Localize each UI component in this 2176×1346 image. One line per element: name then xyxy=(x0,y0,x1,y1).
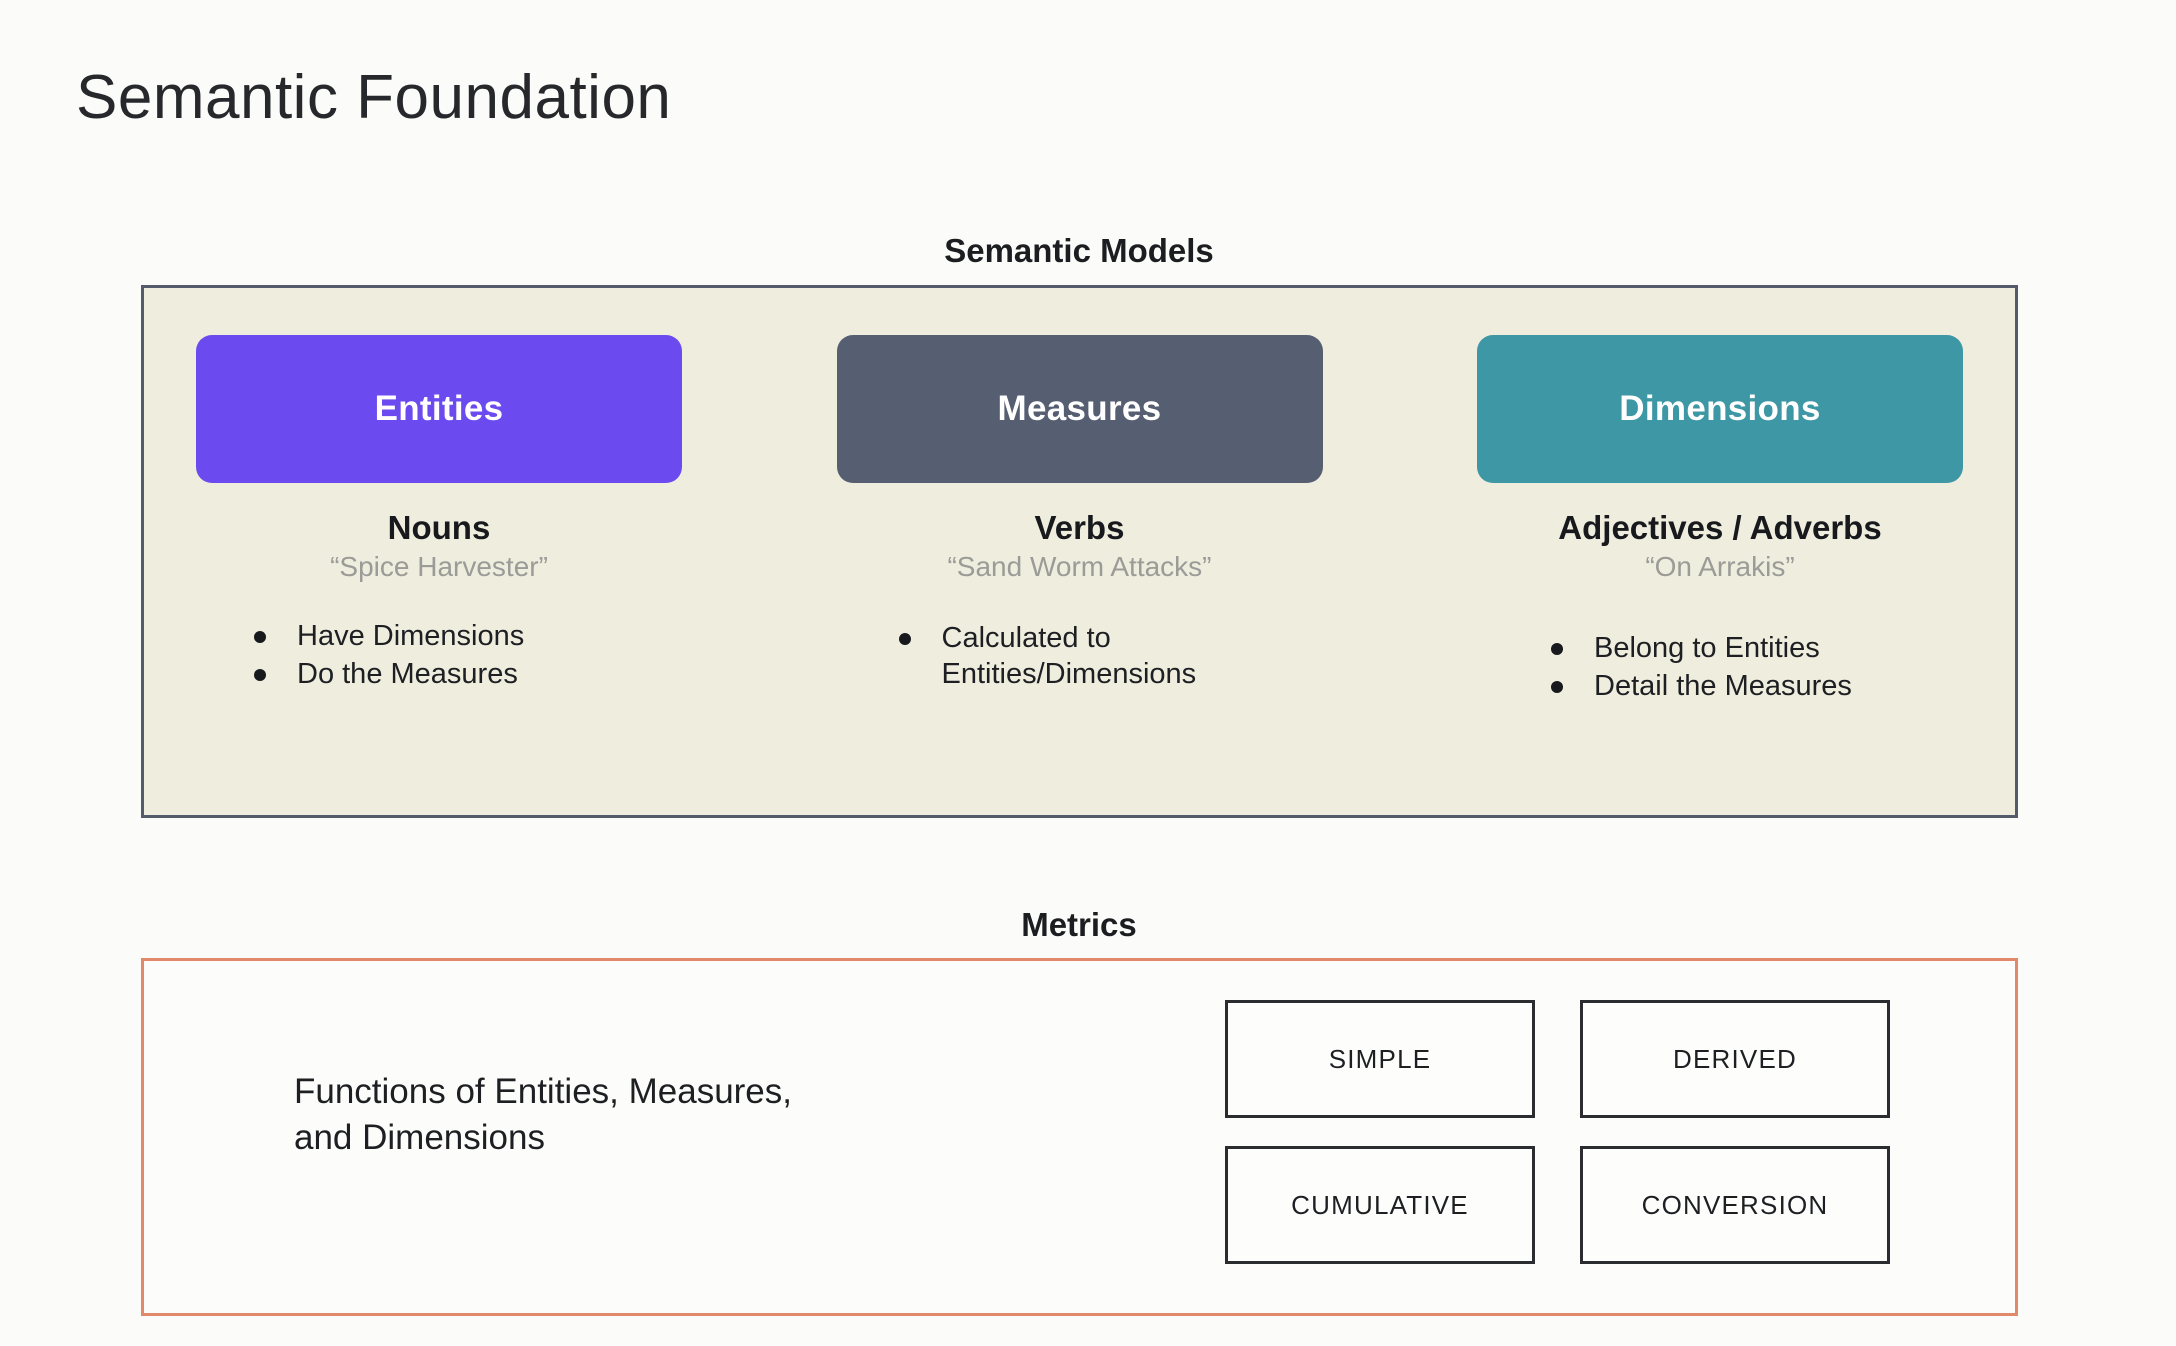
example-measures: “Sand Worm Attacks” xyxy=(947,551,1212,582)
pillar-dimensions: Dimensions Adjectives / Adverbs “On Arra… xyxy=(1477,288,1963,815)
chip-entities[interactable]: Entities xyxy=(196,335,682,483)
pillar-columns: Entities Nouns “Spice Harvester” Have Di… xyxy=(144,288,2015,815)
chip-dimensions[interactable]: Dimensions xyxy=(1477,335,1963,483)
bullet-list-entities: Have Dimensions Do the Measures xyxy=(222,619,682,693)
metric-type-grid: SIMPLE DERIVED CUMULATIVE CONVERSION xyxy=(1225,1000,1890,1264)
example-entities: “Spice Harvester” xyxy=(330,551,548,582)
example-dimensions: “On Arrakis” xyxy=(1645,551,1795,582)
semantic-models-panel: Entities Nouns “Spice Harvester” Have Di… xyxy=(141,285,2018,818)
part-of-speech-entities: Nouns xyxy=(387,509,491,546)
semantic-models-header: Semantic Models xyxy=(944,232,1214,269)
list-item: Do the Measures xyxy=(222,657,682,693)
metric-type-simple[interactable]: SIMPLE xyxy=(1225,1000,1535,1118)
bullet-list-dimensions: Belong to Entities Detail the Measures xyxy=(1519,631,1963,705)
metric-type-cumulative[interactable]: CUMULATIVE xyxy=(1225,1146,1535,1264)
chip-measures[interactable]: Measures xyxy=(836,335,1323,483)
list-item: Detail the Measures xyxy=(1519,669,1963,705)
metric-type-derived[interactable]: DERIVED xyxy=(1580,1000,1890,1118)
list-item: Calculated to Entities/Dimensions xyxy=(867,621,1323,693)
list-item: Have Dimensions xyxy=(222,619,682,655)
page-title: Semantic Foundation xyxy=(76,63,672,132)
metric-type-conversion[interactable]: CONVERSION xyxy=(1580,1146,1890,1264)
metrics-description: Functions of Entities, Measures, and Dim… xyxy=(294,1072,792,1158)
bullet-list-measures: Calculated to Entities/Dimensions xyxy=(867,621,1323,693)
metrics-panel: Functions of Entities, Measures, and Dim… xyxy=(141,958,2018,1316)
list-item: Belong to Entities xyxy=(1519,631,1963,667)
metrics-header: Metrics xyxy=(1021,906,1137,943)
part-of-speech-measures: Verbs xyxy=(1034,509,1125,546)
pillar-measures: Measures Verbs “Sand Worm Attacks” Calcu… xyxy=(836,288,1323,815)
part-of-speech-dimensions: Adjectives / Adverbs xyxy=(1558,509,1882,546)
pillar-entities: Entities Nouns “Spice Harvester” Have Di… xyxy=(196,288,682,815)
